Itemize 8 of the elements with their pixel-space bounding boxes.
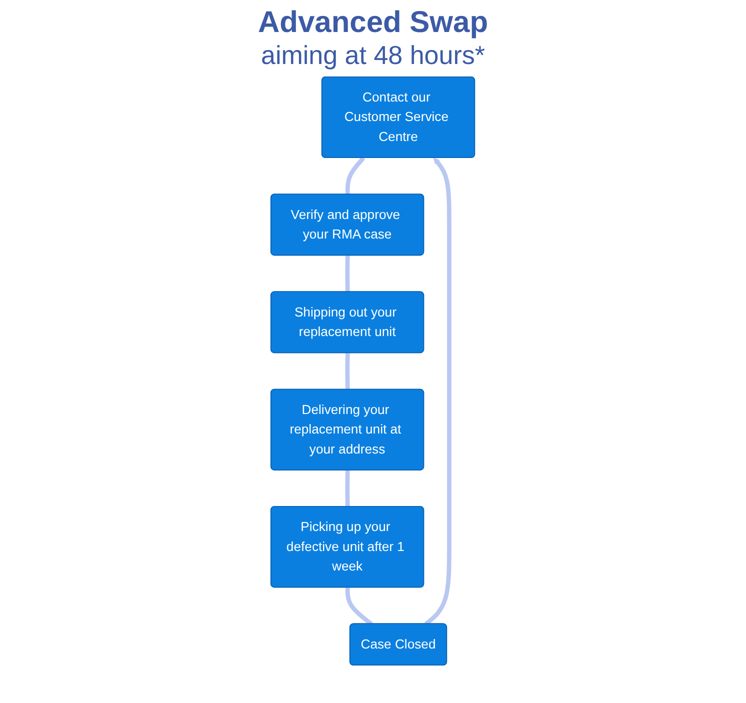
subtitle-note: aiming at 48 hours* — [260, 40, 486, 71]
connector — [345, 256, 350, 292]
diagram-title: Advanced Swap — [258, 6, 488, 40]
arrow — [424, 158, 452, 626]
connector — [345, 353, 350, 390]
connector — [346, 156, 366, 194]
connector — [345, 470, 350, 507]
connector — [346, 588, 374, 626]
